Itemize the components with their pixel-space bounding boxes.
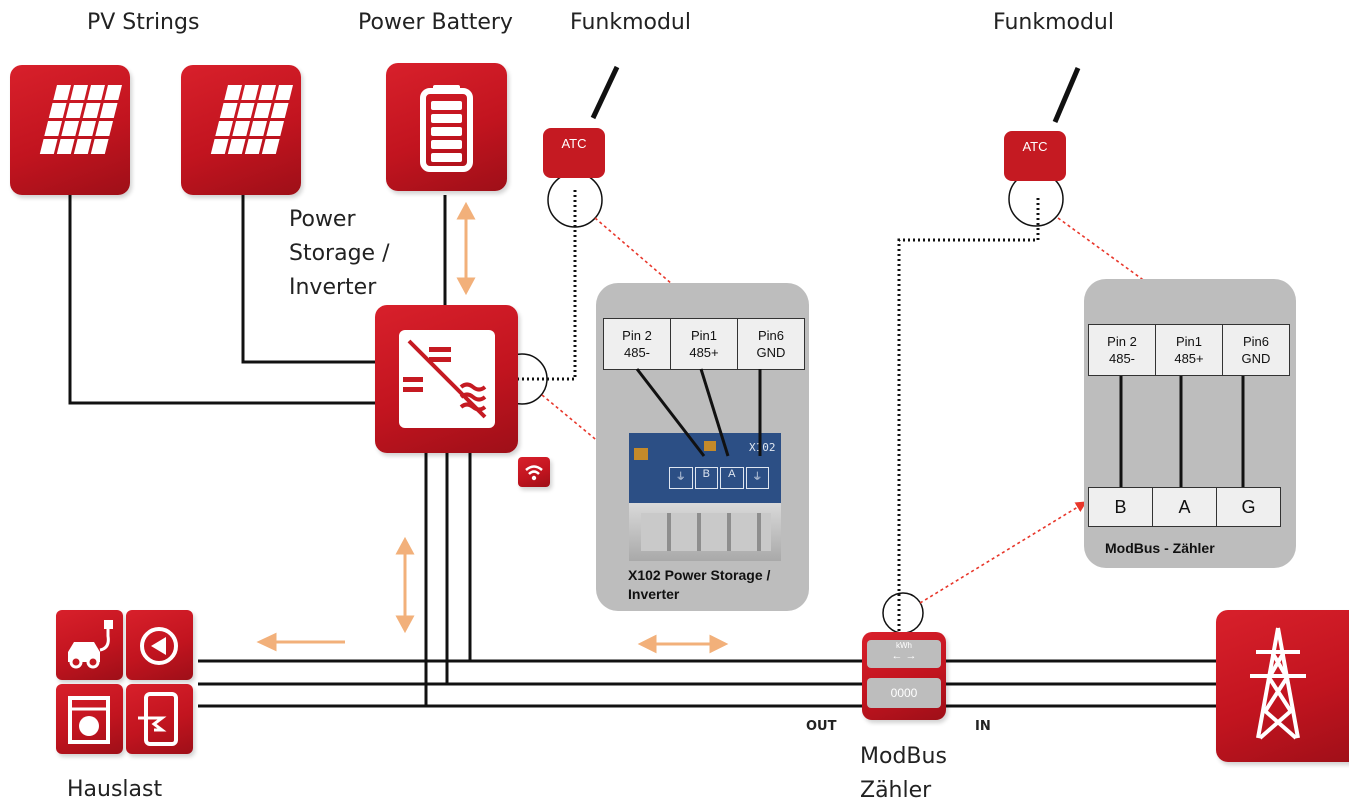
meter-terminal-block: B A G [1088, 487, 1281, 527]
pin-name: Pin1 [690, 328, 718, 343]
out-label: OUT [806, 719, 837, 734]
in-label: IN [975, 719, 991, 734]
hauslast-label: Hauslast [67, 777, 163, 802]
ev-charger-tile [56, 610, 123, 680]
power-pylon-icon [1250, 627, 1306, 740]
heat-pump-tile [126, 610, 193, 680]
caption-line-2: Inverter [628, 586, 680, 602]
x102-board-photo: X102 ⏚ B A ⏚ [629, 433, 781, 561]
pin-signal: 485- [1108, 351, 1136, 366]
solar-panel-icon [210, 85, 294, 154]
pin-signal: GND [756, 345, 786, 360]
pin-signal: 485+ [689, 345, 719, 360]
caption-line-1: X102 Power Storage / [628, 567, 771, 583]
meter-display: 0000 [867, 678, 941, 708]
terminal-b: B [1089, 488, 1153, 526]
wifi-icon [525, 465, 543, 481]
power-battery-title: Power Battery [358, 10, 513, 35]
terminal-a: A [1153, 488, 1217, 526]
modbus-meter-label: ModBus Zähler [860, 740, 947, 808]
pin-name: Pin6 [1242, 334, 1270, 349]
detail-arrow-inverter [541, 394, 630, 468]
atc-label: ATC [561, 136, 587, 151]
pin-1-cell: Pin1 485+ [1156, 325, 1223, 375]
pin-name: Pin6 [757, 328, 785, 343]
atc-label: ATC [1022, 139, 1048, 154]
funkmodul-left-title: Funkmodul [570, 10, 691, 35]
inverter-panel-caption: X102 Power Storage / Inverter [628, 566, 770, 604]
pin-name: Pin 2 [622, 328, 652, 343]
meter-label-line-1: ModBus [860, 744, 947, 769]
x102-silkscreen: X102 [749, 441, 776, 454]
antenna-icon [590, 65, 620, 120]
pv-string-2-wire [241, 195, 376, 364]
flow-arrow-grid [637, 634, 729, 654]
detail-arrow-atc-left [594, 217, 687, 297]
wifi-badge [518, 457, 550, 487]
pin-1-cell: Pin1 485+ [671, 319, 738, 369]
meter-label-line-2: Zähler [860, 778, 932, 803]
power-storage-inverter-tile [375, 305, 518, 453]
pin-signal: 485+ [1174, 351, 1204, 366]
rs485-dotted-link-meter [897, 198, 1040, 632]
water-heater-tile [126, 684, 193, 754]
flow-arrow-house [256, 632, 345, 652]
inverter-label-line-2: Storage / [289, 241, 390, 266]
pv-string-2-tile [181, 65, 301, 195]
pin-name: Pin 2 [1107, 334, 1137, 349]
inverter-label-line-3: Inverter [289, 275, 377, 300]
antenna-icon [1052, 67, 1081, 123]
pv-strings-title: PV Strings [87, 10, 200, 35]
water-heater-icon [138, 692, 178, 746]
meter-panel-caption: ModBus - Zähler [1105, 540, 1215, 556]
board-terminal-b: B [694, 467, 718, 489]
meter-unit: kWh [896, 641, 912, 650]
pin-2-cell: Pin 2 485- [604, 319, 671, 369]
flow-arrow-inverter-ac [395, 536, 415, 634]
detail-arrow-meter [919, 501, 1087, 604]
battery-icon [420, 85, 473, 172]
power-battery-tile [386, 63, 507, 191]
energy-meter-icon: kWh ← → [867, 640, 941, 668]
pin-signal: GND [1241, 351, 1271, 366]
board-terminal-markings: ⏚ B A ⏚ [669, 467, 769, 489]
pv-string-1-tile [10, 65, 130, 195]
flow-arrow-battery [456, 201, 476, 296]
washing-machine-tile [56, 684, 123, 754]
washing-machine-icon [68, 696, 110, 744]
solar-panel-icon [39, 85, 123, 154]
funkmodul-left-atc: ATC [543, 128, 605, 178]
pin-signal: 485- [623, 345, 651, 360]
terminal-g: G [1241, 496, 1256, 517]
ev-charger-icon [68, 620, 113, 669]
inverter-icon [399, 330, 495, 428]
pin-name: Pin1 [1175, 334, 1203, 349]
inverter-label-line-1: Power [289, 207, 356, 232]
heat-pump-icon [140, 627, 178, 665]
pin-2-cell: Pin 2 485- [1089, 325, 1156, 375]
meter-direction: ← → [891, 650, 917, 662]
board-terminal-a: A [720, 467, 744, 489]
modbus-meter: kWh ← → 0000 [862, 632, 946, 720]
inverter-label: Power Storage / Inverter [289, 203, 389, 305]
funkmodul-right-title: Funkmodul [993, 10, 1114, 35]
pv-string-1-wire [68, 195, 376, 405]
grid-tile [1216, 610, 1349, 762]
funkmodul-right-atc: ATC [1004, 131, 1066, 181]
